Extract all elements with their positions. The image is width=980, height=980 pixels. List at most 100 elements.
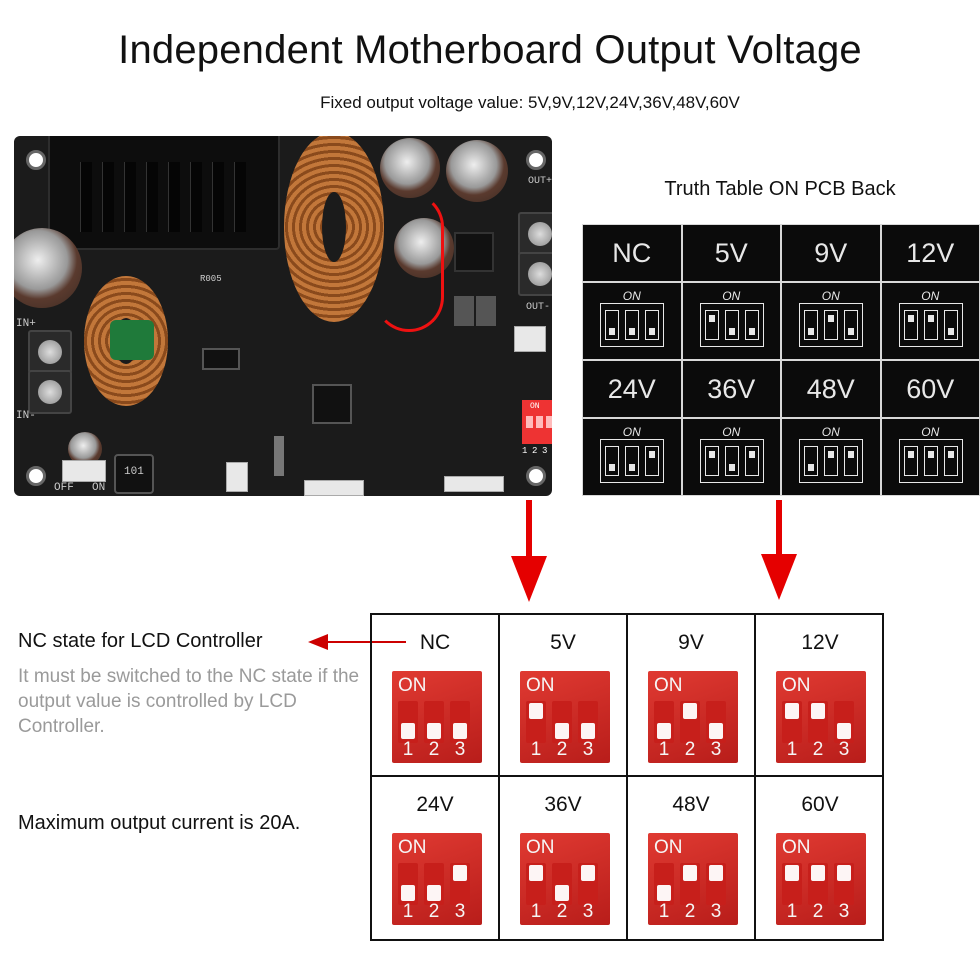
switch-knob — [848, 328, 854, 335]
mosfet — [454, 232, 494, 272]
switch-slot — [923, 310, 938, 340]
dip-slider — [706, 701, 726, 743]
dip-number: 2 — [556, 739, 568, 760]
switch-slot — [744, 446, 759, 476]
switch-knob — [708, 315, 715, 322]
dip-knob — [837, 865, 851, 881]
truth-table-label: NC — [582, 224, 682, 282]
fan-heatsink — [48, 136, 280, 250]
dip-knob — [811, 703, 825, 719]
out-plus-label: OUT+ — [528, 176, 552, 187]
switch-knob — [907, 451, 914, 458]
switch-diagram — [898, 303, 963, 347]
dip-number: 1 — [530, 739, 542, 760]
in-plus-label: IN+ — [16, 318, 36, 330]
switch-slot — [844, 310, 858, 340]
dip-slider — [424, 863, 444, 905]
dip-knob — [529, 865, 543, 881]
truth-table-switch-cell: ON — [781, 282, 881, 360]
switch-knob — [828, 451, 834, 458]
pcb-board-image: ON 1 2 3 IN+ IN- OUT- OUT+ OFF ON 101 R0… — [14, 136, 552, 496]
switch-diagram — [699, 303, 764, 347]
dip-knob — [453, 723, 467, 739]
capacitor — [446, 140, 508, 202]
switch-slot — [605, 446, 619, 476]
truth-table-label: 36V — [681, 360, 781, 418]
dip-number: 3 — [454, 739, 466, 760]
switch-slot — [704, 310, 719, 340]
truth-table-switch-cell: ON — [880, 282, 980, 360]
switch-knob — [808, 464, 814, 471]
truth-table-caption: Truth Table ON PCB Back — [664, 178, 896, 200]
mount-hole — [526, 466, 546, 486]
dip-slider — [424, 701, 444, 743]
nc-instruction-note: It must be switched to the NC state if t… — [18, 666, 360, 737]
dip-switch: ON — [522, 400, 552, 444]
dip-photo-label: 48V — [672, 793, 710, 816]
truth-table-on-label: ON — [821, 289, 840, 303]
dip-number: 3 — [582, 901, 594, 922]
dip-photo-label: 24V — [416, 793, 454, 816]
dip-photo-label: 60V — [801, 793, 839, 816]
dip-slider — [578, 701, 598, 743]
dip-slider — [552, 863, 572, 905]
dip-knob — [401, 723, 415, 739]
switch-slot — [923, 446, 938, 476]
shunt-label: R005 — [200, 274, 222, 284]
dip-knob — [683, 703, 697, 719]
left-arrow-icon — [308, 634, 328, 650]
dip-slider — [578, 863, 598, 905]
dip-slider — [654, 701, 674, 743]
truth-table-on-label: ON — [921, 425, 940, 439]
dip-knob — [401, 885, 415, 901]
switch-knob — [728, 328, 735, 335]
truth-table-on-label: ON — [921, 289, 940, 303]
dip-slider — [706, 863, 726, 905]
dip-number: 2 — [428, 739, 440, 760]
smd-inductor — [114, 454, 154, 494]
dip-slider — [834, 863, 854, 905]
switch-knob — [808, 328, 814, 335]
switch-diagram — [898, 439, 963, 483]
dip-number: 1 — [658, 739, 670, 760]
mount-hole — [526, 150, 546, 170]
switch-slot — [824, 310, 838, 340]
red-wire — [374, 192, 444, 332]
switch-slot — [724, 310, 739, 340]
switch-slot — [804, 446, 818, 476]
switch-knob — [828, 315, 834, 322]
mount-hole — [26, 150, 46, 170]
dip-number: 1 — [402, 739, 414, 760]
switch-knob — [947, 328, 954, 335]
dip-number: 3 — [454, 901, 466, 922]
down-arrow-left-head — [511, 556, 547, 602]
truth-table-switch-cell: ON — [582, 418, 682, 496]
switch-knob — [748, 451, 755, 458]
truth-table-on-label: ON — [622, 289, 641, 303]
switch-knob — [947, 451, 954, 458]
dip-number: 1 — [402, 901, 414, 922]
switch-diagram — [699, 439, 764, 483]
switch-slot — [645, 446, 659, 476]
in-minus-label: IN- — [16, 410, 36, 422]
dip-photo-label: 12V — [801, 631, 839, 654]
dip-knob — [657, 885, 671, 901]
capacitor — [14, 228, 82, 308]
dip-knob — [529, 703, 543, 719]
input-terminal — [28, 330, 72, 374]
dip-number: 1 — [658, 901, 670, 922]
page-title: Independent Motherboard Output Voltage — [118, 28, 862, 72]
dip-number: 2 — [684, 901, 696, 922]
truth-table-label: 60V — [880, 360, 980, 418]
switch-slot — [804, 310, 818, 340]
switch-slot — [625, 446, 639, 476]
dip-number: 2 — [684, 739, 696, 760]
truth-table-on-label: ON — [722, 425, 741, 439]
dip-knob — [709, 865, 723, 881]
switch-diagram — [600, 303, 664, 347]
